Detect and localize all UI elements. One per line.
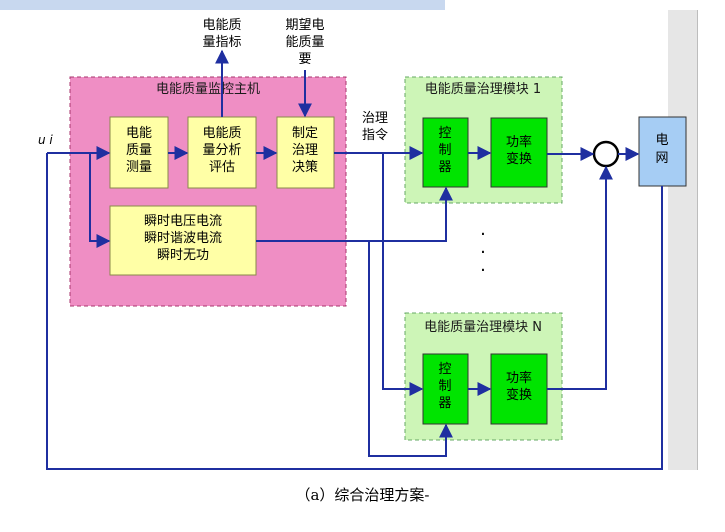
command-line-1: 治理	[362, 111, 388, 126]
measure-line-3: 测量	[126, 160, 152, 175]
analysis-line-2: 量分析	[202, 143, 241, 158]
mn-power-line-1: 功率	[506, 370, 532, 386]
module-n-power	[490, 353, 548, 425]
decision-line-3: 决策	[292, 159, 318, 175]
decision-line-2: 治理	[292, 143, 318, 158]
mn-ctrl-line-2: 制	[438, 379, 451, 394]
top-highlight-band	[0, 0, 445, 10]
instant-line-2: 瞬时谐波电流	[144, 231, 222, 246]
arrow-instant-mn	[368, 241, 453, 457]
decision-text: 制定 治理 决策	[292, 126, 318, 175]
arrow-mn-junction	[547, 165, 613, 390]
mn-ctrl-line-3: 器	[438, 396, 451, 411]
module-n-power-text: 功率 变换	[506, 370, 532, 403]
module-n-controller	[422, 353, 469, 425]
expected-line-2: 能质量	[285, 35, 324, 50]
instant-line-1: 瞬时电压电流	[144, 214, 222, 229]
module-1-title: 电能质量治理模块 1	[425, 82, 541, 97]
module-n-controller-text: 控 制 器	[438, 362, 451, 411]
indicator-label: 电能质 量指标	[202, 18, 241, 50]
decision-line-1: 制定	[292, 126, 318, 141]
input-signal-label: u i	[38, 133, 53, 147]
analysis-text: 电能质 量分析 评估	[202, 126, 241, 175]
analysis-line-3: 评估	[209, 160, 235, 175]
grid-line-2: 网	[655, 151, 668, 166]
summing-junction	[592, 140, 620, 168]
module-n-title: 电能质量治理模块 N	[424, 320, 542, 335]
module-1-power	[490, 117, 548, 188]
figure-caption: （a）综合治理方案-	[295, 486, 430, 504]
right-margin-line	[697, 10, 698, 470]
measure-line-2: 质量	[126, 143, 152, 158]
analysis-line-1: 电能质	[202, 126, 241, 141]
m1-ctrl-line-3: 器	[438, 160, 451, 175]
expected-line-3: 要	[298, 52, 311, 67]
mn-ctrl-line-1: 控	[438, 362, 451, 377]
grid-text: 电 网	[655, 133, 668, 166]
measure-line-1: 电能	[126, 126, 152, 141]
expected-line-1: 期望电	[285, 17, 324, 33]
arrow-instant-m1	[256, 186, 453, 242]
arrow-input-instant	[89, 153, 111, 248]
monitor-title: 电能质量监控主机	[156, 82, 260, 97]
arrow-decision-mn	[382, 153, 424, 396]
module-1-power-text: 功率 变换	[506, 134, 532, 167]
dot-1: ·	[480, 224, 486, 245]
expected-label: 期望电 能质量 要	[285, 17, 324, 67]
decision-block	[276, 116, 335, 189]
m1-power-line-2: 变换	[506, 151, 532, 167]
indicator-line-1: 电能质	[202, 18, 241, 33]
feedback-loop	[46, 153, 663, 470]
command-label: 治理 指令	[362, 111, 388, 143]
grid-line-1: 电	[655, 133, 668, 148]
m1-ctrl-line-1: 控	[438, 126, 451, 141]
instant-block	[109, 205, 257, 276]
right-margin-panel	[668, 10, 698, 470]
ellipsis-dots: · · ·	[480, 224, 486, 281]
measure-text: 电能 质量 测量	[126, 126, 152, 175]
command-line-2: 指令	[362, 128, 388, 143]
dot-2: ·	[480, 242, 486, 263]
module-1-controller-text: 控 制 器	[438, 126, 451, 175]
mn-power-line-2: 变换	[506, 387, 532, 403]
dot-3: ·	[480, 260, 486, 281]
instant-line-3: 瞬时无功	[157, 248, 209, 263]
m1-ctrl-line-2: 制	[438, 143, 451, 158]
instant-text: 瞬时电压电流 瞬时谐波电流 瞬时无功	[144, 214, 222, 263]
m1-power-line-1: 功率	[506, 134, 532, 150]
indicator-line-2: 量指标	[202, 35, 241, 50]
analysis-block	[187, 116, 257, 189]
